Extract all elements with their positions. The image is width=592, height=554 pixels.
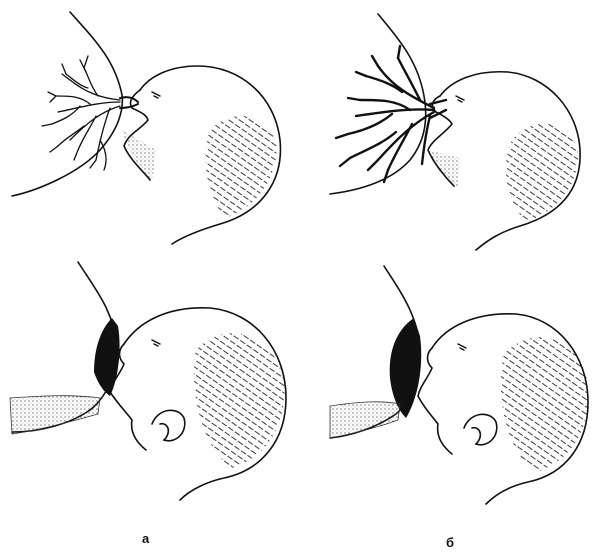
baby-ear <box>464 414 497 444</box>
milk-ducts <box>42 56 120 170</box>
baby-face <box>418 348 452 454</box>
breast-outline <box>330 14 426 194</box>
arm <box>10 396 100 434</box>
panel-top-right <box>330 14 580 250</box>
cheek-shading <box>122 130 156 182</box>
baby-eye <box>152 92 160 98</box>
panel-bottom-right <box>330 266 589 504</box>
baby-hair <box>206 116 277 218</box>
baby-eye <box>456 96 464 102</box>
milk-ducts <box>336 46 434 182</box>
baby-eye <box>152 340 160 346</box>
cheek-shading <box>428 150 460 188</box>
baby-eye <box>458 344 466 350</box>
areola-dark <box>94 318 120 396</box>
label-a: а <box>142 531 149 546</box>
label-b: б <box>446 535 454 550</box>
panel-bottom-left <box>10 262 286 500</box>
baby-hair <box>506 124 578 222</box>
arm <box>330 402 400 438</box>
breast-outline <box>12 12 122 196</box>
baby-ear <box>152 410 185 440</box>
panel-top-left <box>12 12 280 244</box>
baby-hair <box>501 337 589 472</box>
